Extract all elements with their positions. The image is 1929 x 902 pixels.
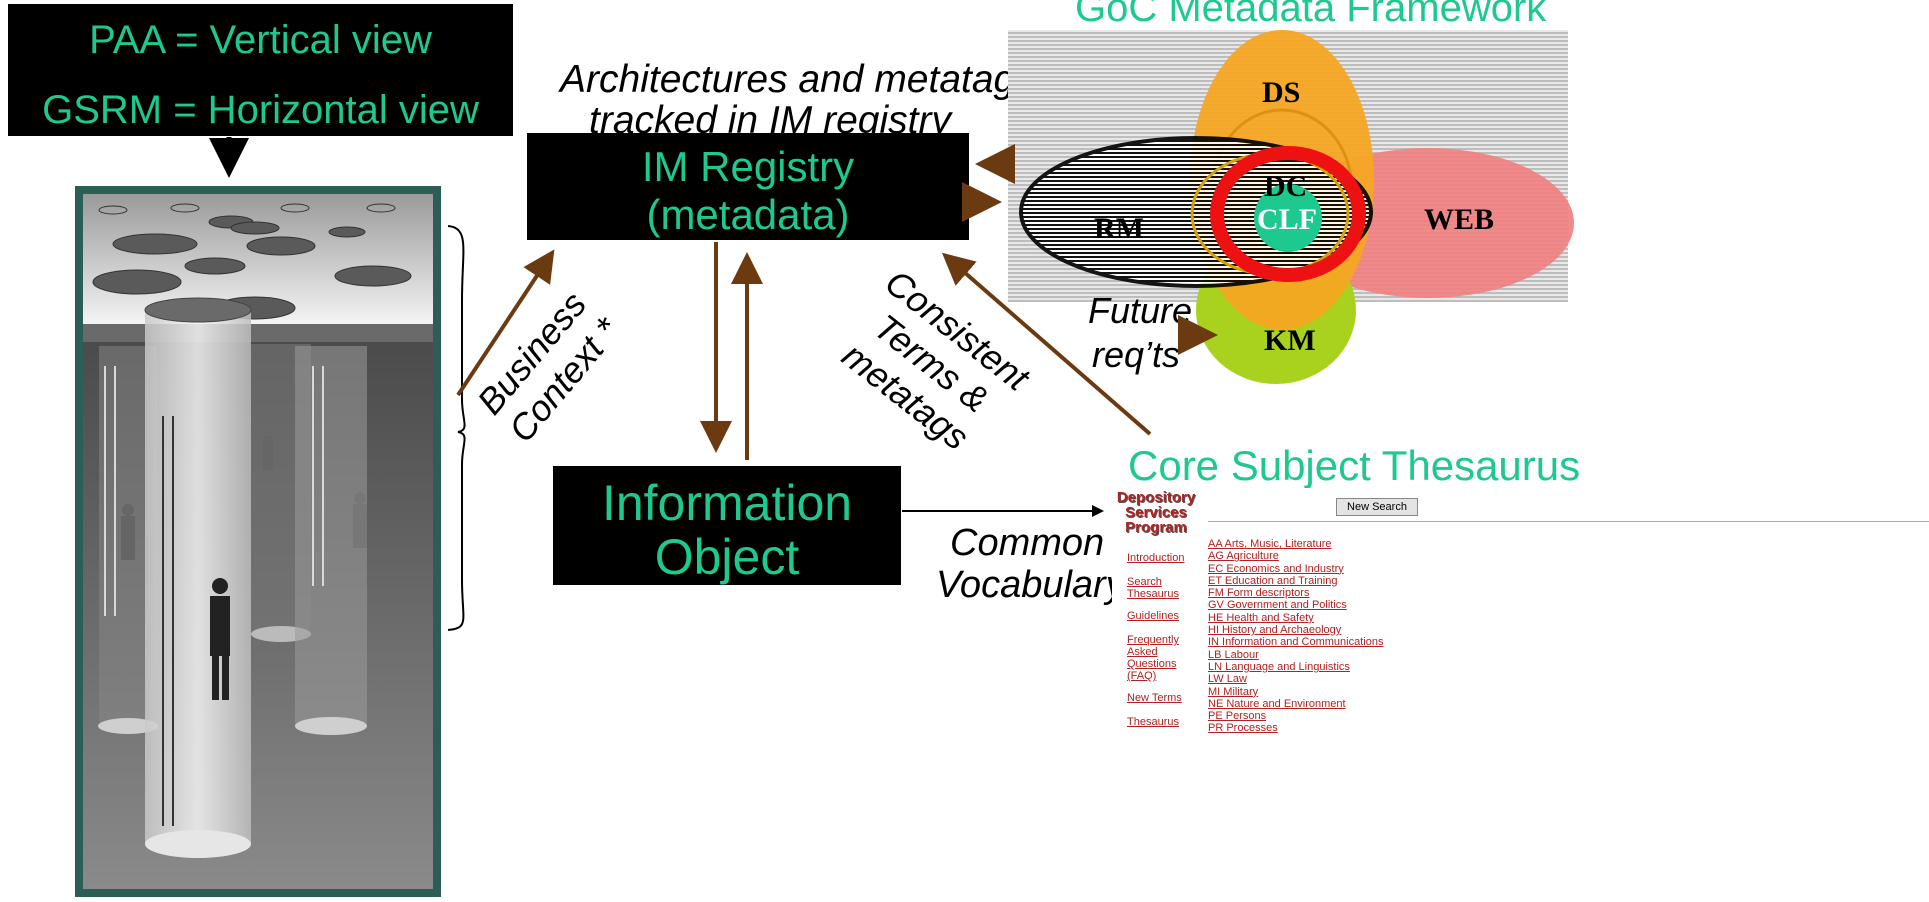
dc-ring [1210, 146, 1366, 282]
arrow-consistent-terms [941, 252, 1152, 436]
framework-venn [1008, 30, 1574, 384]
subject-link[interactable]: NE Nature and Environment [1208, 697, 1346, 710]
subject-link[interactable]: EC Economics and Industry [1208, 562, 1344, 575]
future-reqs-line-1: Future [1088, 290, 1193, 331]
subject-link[interactable]: HE Health and Safety [1208, 611, 1314, 624]
nav-introduction[interactable]: Introduction [1127, 552, 1185, 564]
dsp-logo-line-1: Depository [1116, 489, 1196, 506]
km-label: KM [1264, 324, 1316, 357]
horizontal-view-label: GSRM = Horizontal view [42, 88, 479, 132]
im-registry-subtitle: (metadata) [646, 191, 850, 238]
arrow-business-context [456, 249, 555, 397]
thesaurus-screenshot: Depository Services Program New Search I… [1112, 488, 1929, 897]
nav-guidelines[interactable]: Guidelines [1127, 610, 1179, 622]
vertical-view-label: PAA = Vertical view [89, 18, 432, 62]
information-object-line-1: Information [601, 475, 853, 531]
information-object-box: Information Object [553, 466, 901, 585]
im-registry-box: IM Registry (metadata) [527, 133, 969, 240]
subject-link[interactable]: LN Language and Linguistics [1208, 660, 1350, 673]
subject-link[interactable]: PE Persons [1208, 710, 1267, 723]
common-vocabulary-line-2: Vocabulary [936, 564, 1125, 606]
common-vocabulary-line-1: Common [950, 522, 1105, 564]
dsp-logo: Depository Services Program [1114, 490, 1198, 535]
subject-link[interactable]: LW Law [1208, 673, 1247, 686]
subject-link[interactable]: AG Agriculture [1208, 550, 1279, 563]
clf-circle [1254, 184, 1322, 252]
dc-label: DC [1264, 170, 1308, 203]
im-registry-title: IM Registry [641, 143, 855, 190]
clf-label: CLF [1257, 203, 1317, 236]
dsp-logo-line-3: Program [1125, 519, 1187, 536]
subject-link[interactable]: FM Form descriptors [1208, 587, 1310, 600]
subject-list: AA Arts, Music, Literature AG Agricultur… [1208, 538, 1383, 735]
views-box: PAA = Vertical view GSRM = Horizontal vi… [8, 4, 513, 136]
ds-label: DS [1262, 76, 1301, 109]
registry-caption-line-1: Architectures and metatags [560, 58, 1035, 101]
dsp-logo-line-2: Services [1125, 504, 1187, 521]
nav-faq[interactable]: Frequently Asked Questions (FAQ) [1127, 634, 1179, 682]
curly-brace [447, 225, 466, 631]
silo-illustration [75, 186, 441, 897]
subject-link[interactable]: HI History and Archaeology [1208, 624, 1342, 637]
web-label: WEB [1424, 203, 1495, 236]
nav-thesaurus[interactable]: Thesaurus [1127, 716, 1179, 728]
rm-label: RM [1094, 212, 1144, 245]
new-search-button[interactable]: New Search [1336, 498, 1418, 516]
subject-link[interactable]: GV Government and Politics [1208, 599, 1347, 612]
subject-link[interactable]: MI Military [1208, 685, 1259, 698]
future-reqs-line-2: req’ts [1092, 334, 1181, 375]
subject-link[interactable]: LB Labour [1208, 648, 1259, 661]
subject-link[interactable]: ET Education and Training [1208, 574, 1338, 587]
subject-link[interactable]: IN Information and Communications [1208, 636, 1384, 649]
thesaurus-nav: Introduction Search Thesaurus Guidelines… [1127, 552, 1187, 728]
header-rule [1208, 521, 1929, 522]
subject-link[interactable]: PR Processes [1208, 722, 1278, 735]
silo-picture [83, 194, 433, 889]
framework-diagram [1008, 30, 1929, 430]
information-object-line-2: Object [654, 529, 800, 585]
thesaurus-title: Core Subject Thesaurus [1128, 442, 1581, 489]
nav-new-terms[interactable]: New Terms [1127, 692, 1182, 704]
framework-title: GoC Metadata Framework [1075, 0, 1547, 30]
nav-search-thesaurus[interactable]: Search Thesaurus [1127, 576, 1179, 600]
subject-link[interactable]: AA Arts, Music, Literature [1208, 538, 1332, 550]
